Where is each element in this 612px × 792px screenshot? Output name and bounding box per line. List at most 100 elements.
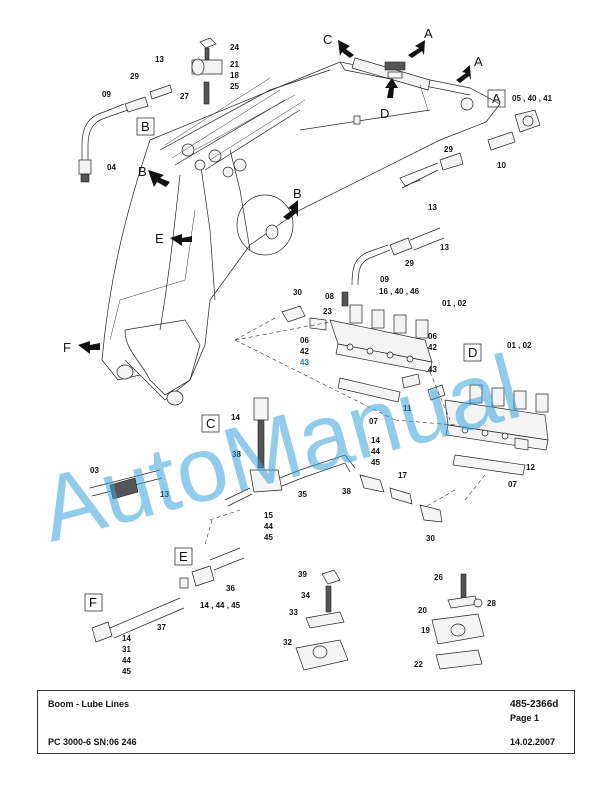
- callout-06: 06: [428, 332, 437, 341]
- detail-b: [78, 84, 173, 183]
- drawing-title: Boom - Lube Lines: [48, 699, 129, 709]
- detail-f: [91, 597, 185, 643]
- view-letter-c: C: [323, 32, 332, 47]
- issue-date: 14.02.2007: [510, 737, 556, 747]
- callout-43: 43: [428, 365, 437, 374]
- boom-outline: [101, 61, 501, 406]
- callout-18: 18: [230, 71, 239, 80]
- callout-14: 14: [371, 436, 380, 445]
- view-arrows: [78, 40, 471, 354]
- view-box-c: C: [206, 416, 215, 431]
- clamp-assembly-bottom-right: [431, 573, 485, 670]
- top-distributor: [351, 57, 431, 111]
- callout-44: 44: [371, 447, 380, 456]
- callout-42: 42: [300, 347, 309, 356]
- callout-09: 09: [380, 275, 389, 284]
- clamp-assembly-bottom-center: [295, 569, 349, 671]
- callout-04: 04: [107, 163, 116, 172]
- view-letter-d: D: [380, 106, 389, 121]
- callout-10: 10: [497, 161, 506, 170]
- callout-35: 35: [298, 490, 307, 499]
- callout-12: 12: [526, 463, 535, 472]
- callout-01-02: 01 , 02: [507, 341, 532, 350]
- callout-08: 08: [325, 292, 334, 301]
- callout-14: 14: [231, 413, 240, 422]
- callout-13: 13: [160, 490, 169, 499]
- callout-44: 44: [264, 522, 273, 531]
- callout-20: 20: [418, 606, 427, 615]
- callout-29: 29: [405, 259, 414, 268]
- watermark: AutoManual: [30, 336, 531, 562]
- callout-27: 27: [180, 92, 189, 101]
- callout-17: 17: [398, 471, 407, 480]
- callout-14-44-45: 14 , 44 , 45: [200, 601, 241, 610]
- callout-29: 29: [130, 72, 139, 81]
- distributor-block-1: [281, 291, 433, 403]
- callout-31: 31: [122, 645, 131, 654]
- callout-23: 23: [323, 307, 332, 316]
- callout-30: 30: [293, 288, 302, 297]
- callout-30: 30: [426, 534, 435, 543]
- callout-05-40-41: 05 , 40 , 41: [512, 94, 553, 103]
- callout-21: 21: [230, 60, 239, 69]
- view-box-e: E: [179, 549, 188, 564]
- upper-hose: [351, 227, 445, 286]
- callout-06: 06: [300, 336, 309, 345]
- callout-13: 13: [428, 203, 437, 212]
- callout-03: 03: [90, 466, 99, 475]
- callout-24: 24: [230, 43, 239, 52]
- callout-45: 45: [264, 533, 273, 542]
- callout-07: 07: [369, 417, 378, 426]
- callout-43: 43: [300, 358, 309, 367]
- callout-38: 38: [232, 450, 241, 459]
- title-block: Boom - Lube Lines 485-2366d Page 1 PC 30…: [37, 690, 575, 754]
- parts-diagram: C A A D B B E F A B D C E F: [30, 26, 553, 676]
- view-box-a: A: [492, 91, 501, 106]
- detail-e: [179, 547, 245, 589]
- callout-33: 33: [289, 608, 298, 617]
- callout-39: 39: [298, 570, 307, 579]
- callout-16-40-46: 16 , 40 , 46: [379, 287, 420, 296]
- callout-13: 13: [155, 55, 164, 64]
- view-box-f: F: [89, 595, 97, 610]
- callout-36: 36: [226, 584, 235, 593]
- page-number: Page 1: [510, 713, 540, 723]
- detail-a: [399, 109, 541, 189]
- view-letter-e: E: [155, 231, 164, 246]
- callout-01-02: 01 , 02: [442, 299, 467, 308]
- view-letter-a: A: [474, 54, 483, 69]
- callout-07: 07: [508, 480, 517, 489]
- callout-45: 45: [122, 667, 131, 676]
- callout-22: 22: [414, 660, 423, 669]
- callout-42: 42: [428, 343, 437, 352]
- view-box-d: D: [468, 345, 477, 360]
- callout-19: 19: [421, 626, 430, 635]
- callout-13: 13: [440, 243, 449, 252]
- callout-38: 38: [342, 487, 351, 496]
- callout-44: 44: [122, 656, 131, 665]
- clamp-assembly-top: [191, 37, 223, 105]
- view-letter-b: B: [138, 164, 147, 179]
- guide-lines: [204, 317, 486, 546]
- document-number: 485-2366d: [510, 699, 559, 710]
- callouts: 24 21 18 25 27 13 29 09 04 05 , 40 , 41 …: [90, 43, 553, 676]
- detail-c: [89, 397, 443, 523]
- view-letter-a: A: [424, 26, 433, 41]
- callout-45: 45: [371, 458, 380, 467]
- callout-15: 15: [264, 511, 273, 520]
- callout-25: 25: [230, 82, 239, 91]
- callout-37: 37: [157, 623, 166, 632]
- view-letter-b: B: [293, 186, 302, 201]
- callout-26: 26: [434, 573, 443, 582]
- callout-09: 09: [102, 90, 111, 99]
- view-box-b: B: [141, 119, 150, 134]
- distributor-block-2: [427, 384, 549, 476]
- callout-28: 28: [487, 599, 496, 608]
- callout-32: 32: [283, 638, 292, 647]
- callout-34: 34: [301, 591, 310, 600]
- callout-14: 14: [122, 634, 131, 643]
- callout-29: 29: [444, 145, 453, 154]
- callout-11: 11: [403, 404, 412, 413]
- model-serial: PC 3000-6 SN:06 246: [48, 737, 137, 747]
- view-letter-f: F: [63, 340, 71, 355]
